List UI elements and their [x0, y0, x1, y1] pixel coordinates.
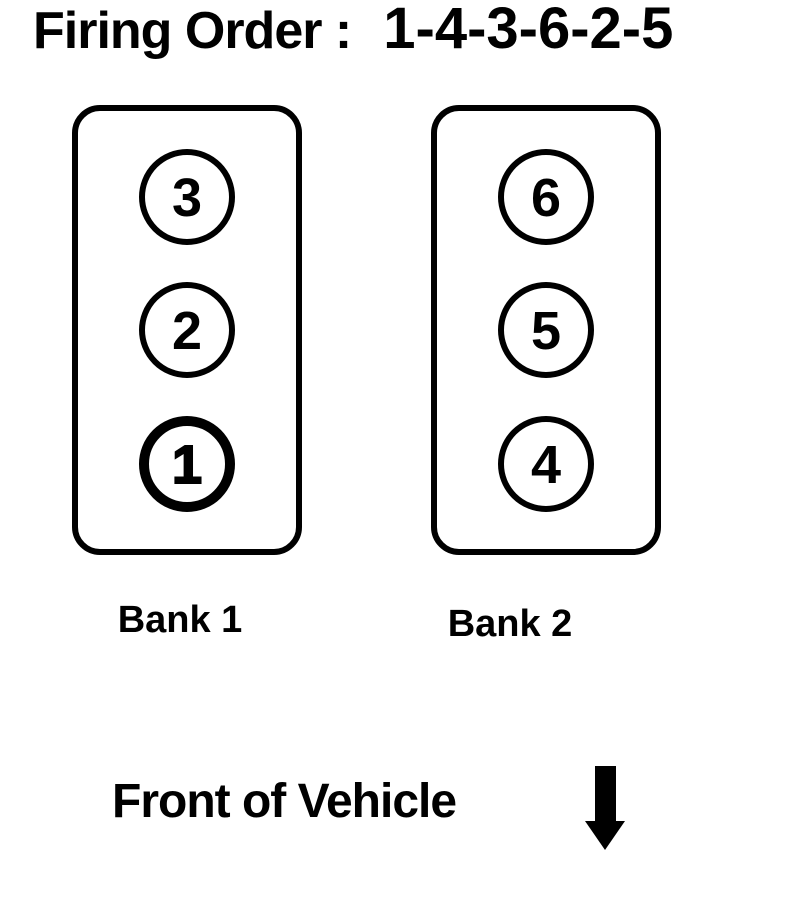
cylinder-1-number: 1	[171, 434, 203, 495]
cylinder-6: 6	[498, 148, 594, 245]
cylinder-5-number: 5	[530, 301, 562, 361]
down-arrow-head	[585, 821, 625, 850]
front-of-vehicle-label: Front of Vehicle	[112, 775, 457, 828]
cylinder-4: 4	[498, 415, 594, 512]
down-arrow-icon	[585, 766, 625, 850]
bank-1-outline: 3 2 1	[72, 105, 302, 555]
cylinder-6-number: 6	[530, 167, 562, 228]
cylinder-2: 2	[139, 282, 235, 378]
cylinder-2-number: 2	[171, 301, 203, 361]
cylinder-1: 1	[139, 415, 235, 512]
cylinder-5: 5	[498, 282, 594, 378]
cylinder-3: 3	[139, 148, 235, 245]
cylinder-4-number: 4	[530, 434, 562, 495]
cylinder-3-number: 3	[171, 167, 203, 228]
down-arrow-shaft	[594, 766, 616, 821]
firing-order-label: Firing Order :	[33, 2, 352, 60]
bank-2-outline: 6 5 4	[431, 105, 661, 555]
page-title: Firing Order : 1-4-3-6-2-5	[33, 0, 673, 59]
bank-2-label: Bank 2	[447, 603, 573, 645]
firing-order-value: 1-4-3-6-2-5	[383, 0, 674, 61]
bank-1-label: Bank 1	[117, 599, 243, 641]
